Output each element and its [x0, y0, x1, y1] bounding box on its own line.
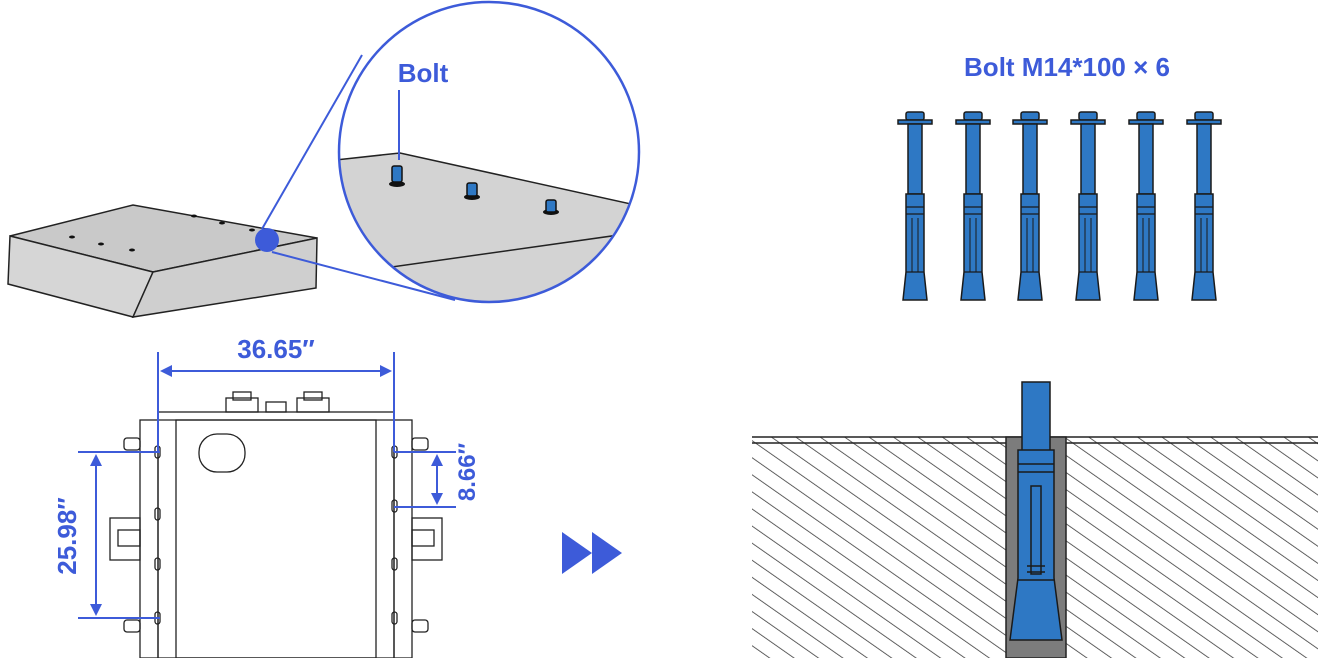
- magnifier-connector-bottom: [271, 251, 456, 301]
- anchor-bolt: [1070, 111, 1106, 301]
- installed-anchor-bolt: [1009, 381, 1063, 641]
- unit-footprint: [109, 391, 443, 658]
- anchor-bolt: [1186, 111, 1222, 301]
- magnifier-connector-top: [261, 54, 363, 230]
- dimension-depth: [78, 451, 160, 619]
- bolt-stub: [543, 199, 559, 215]
- dimension-spacing-label: 8.66″: [454, 442, 481, 501]
- dimension-depth-label: 25.98″: [52, 497, 82, 575]
- kit-title: Bolt M14*100 × 6: [964, 52, 1170, 82]
- dimension-width: [157, 352, 395, 452]
- bolt-stub: [464, 182, 480, 200]
- dimension-spacing: [394, 451, 456, 508]
- pad-bolt-holes: [69, 214, 255, 252]
- double-chevron-right-icon: [562, 532, 622, 574]
- anchor-bolt: [1128, 111, 1164, 301]
- bolt-stub: [389, 165, 405, 187]
- dimension-width-label: 36.65″: [237, 334, 315, 364]
- anchor-bolt: [1012, 111, 1048, 301]
- anchor-bolt: [897, 111, 933, 301]
- bolt-kit: [897, 111, 1222, 301]
- callout-bolt-label: Bolt: [398, 58, 449, 88]
- magnifier-detail: Bolt: [337, 0, 641, 304]
- concrete-pad: [7, 204, 318, 318]
- concrete-cross-section: [752, 381, 1318, 658]
- anchor-bolt: [955, 111, 991, 301]
- zoom-marker: [255, 228, 279, 252]
